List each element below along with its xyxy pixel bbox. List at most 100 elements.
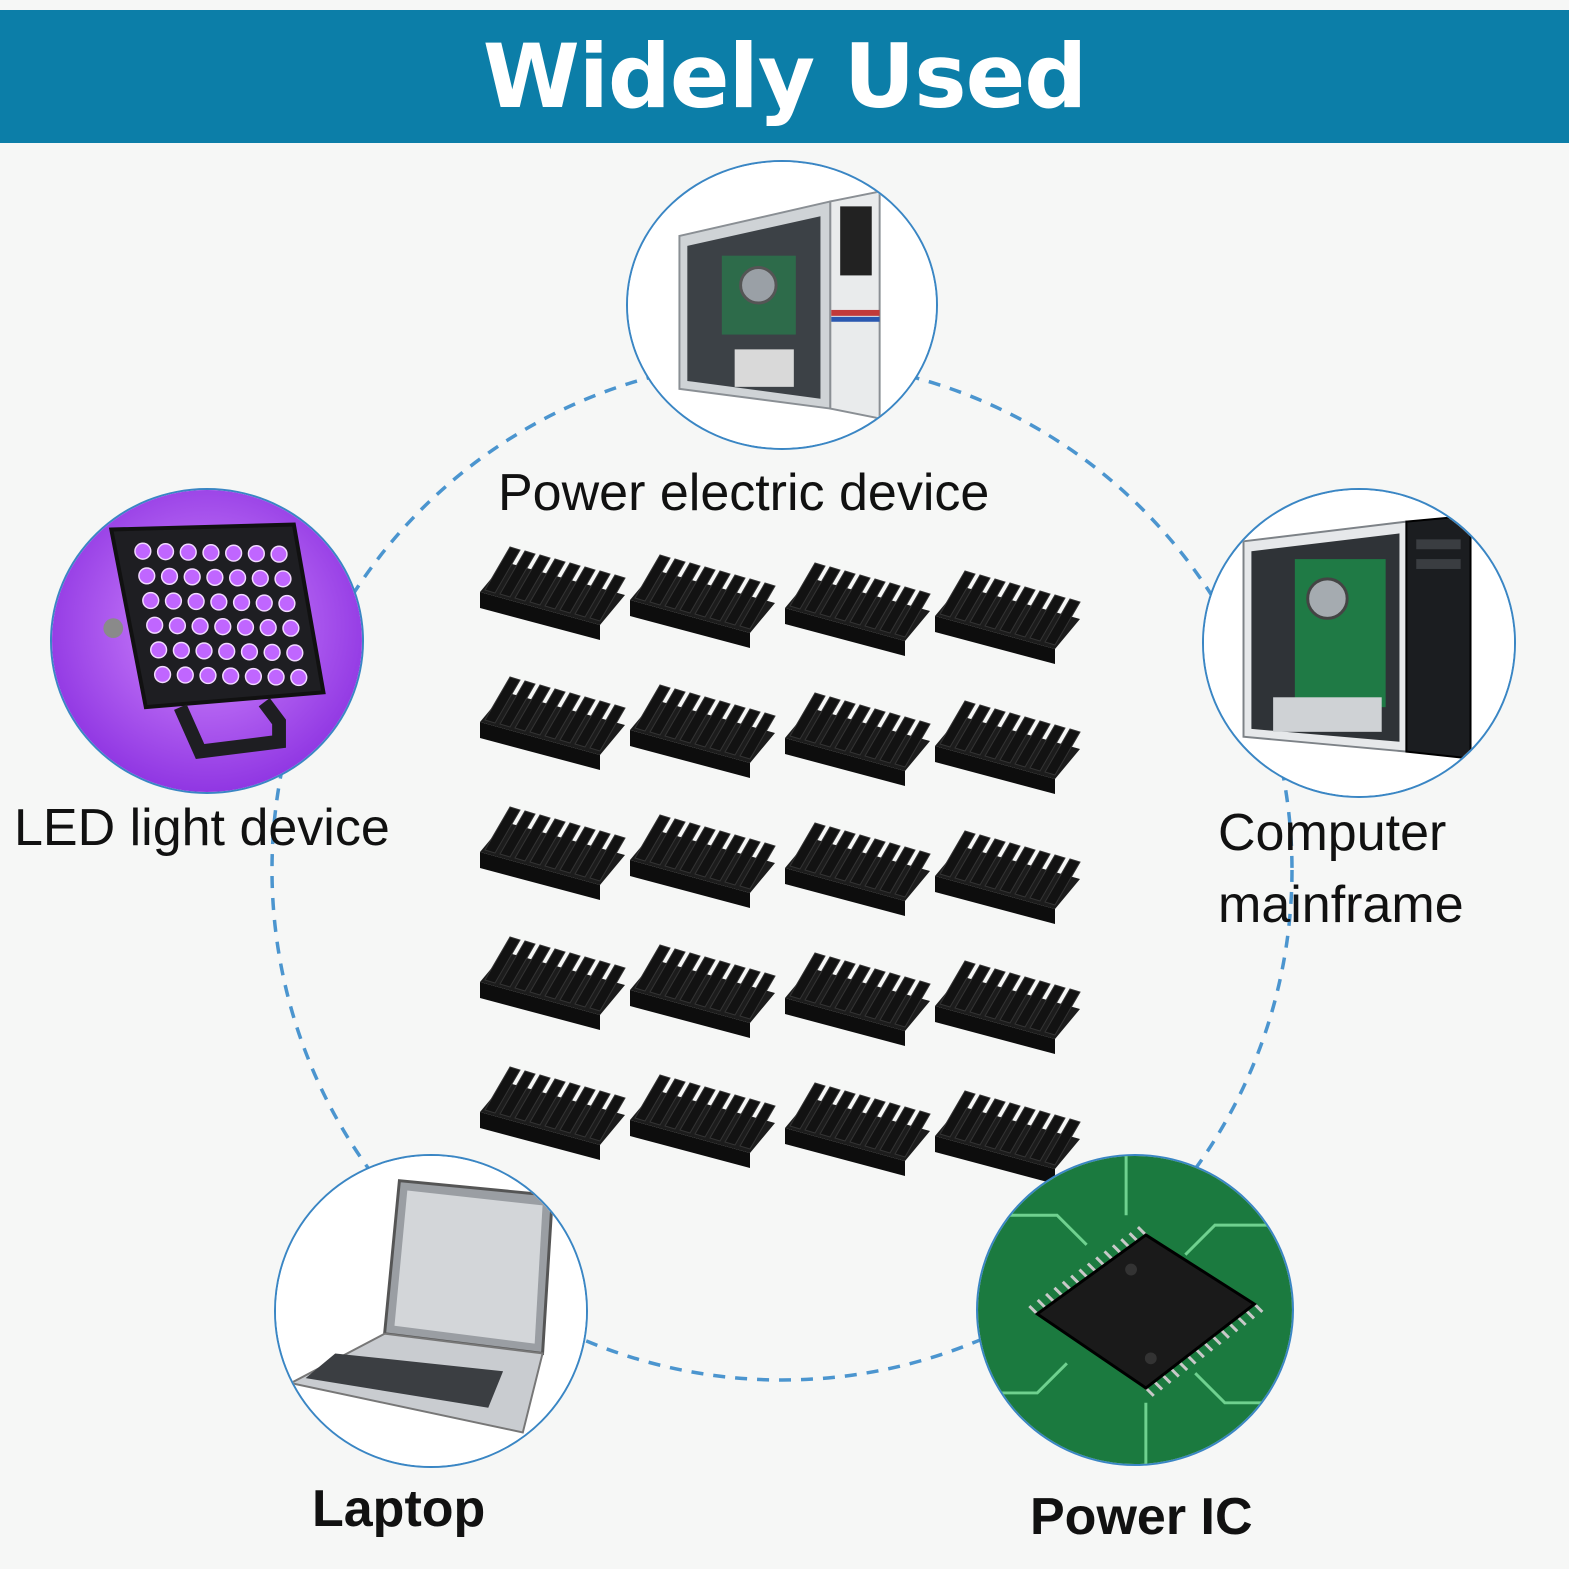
title-banner: Widely Used [0, 10, 1569, 143]
led-dot [214, 618, 232, 636]
led-dot [176, 666, 194, 684]
banner-title: Widely Used [482, 25, 1088, 128]
chip-pin [1194, 1348, 1205, 1359]
chip-pin [1111, 1244, 1122, 1255]
led-dot [146, 616, 164, 634]
power-ic-bubble [976, 1154, 1294, 1466]
chip-pin [1061, 1280, 1072, 1291]
led-light-bubble [50, 488, 364, 794]
chip-pin [1161, 1374, 1172, 1385]
led-dot [168, 617, 187, 635]
chip-pin [1086, 1262, 1097, 1273]
led-dot [195, 642, 213, 660]
led-dot [164, 592, 183, 610]
chip-pin [1095, 1256, 1106, 1267]
pc-tower-icon [628, 162, 936, 448]
led-dot [282, 619, 300, 637]
chip-pin [1153, 1380, 1164, 1391]
led-dot [240, 643, 259, 661]
led-dot [263, 643, 281, 661]
chip-pin [1236, 1315, 1247, 1326]
chip-pin [1128, 1232, 1139, 1243]
computer-case-icon [1204, 490, 1514, 796]
chip-pin [1211, 1335, 1222, 1346]
led-dot [228, 569, 247, 587]
label-computer-mainframe-line1: Computer [1218, 804, 1447, 862]
led-dot [267, 668, 285, 686]
chip-pin [1045, 1292, 1056, 1303]
laptop-icon [276, 1156, 586, 1466]
led-dot [278, 594, 296, 613]
led-dot [134, 542, 152, 560]
chip-pin [1053, 1286, 1064, 1297]
chip-pin [1245, 1309, 1256, 1320]
led-dot [247, 545, 265, 563]
led-dot [187, 592, 205, 611]
led-dot [172, 641, 190, 660]
heatsink [630, 814, 776, 908]
led-dot [156, 543, 175, 561]
led-dot [218, 642, 236, 660]
chip-pin [1178, 1361, 1189, 1372]
label-computer-mainframe-line2: mainframe [1218, 876, 1464, 934]
chip-pin [1028, 1305, 1039, 1315]
heatsink [935, 570, 1081, 664]
label-power-ic: Power IC [1030, 1488, 1253, 1546]
heatsink [480, 676, 626, 770]
led-dot [153, 665, 172, 684]
led-dot [232, 593, 251, 612]
heatsink [630, 554, 776, 648]
led-floodlight-icon [52, 490, 362, 792]
chip-pin [1203, 1341, 1214, 1352]
led-dot [179, 543, 197, 561]
heatsink [935, 960, 1081, 1054]
chip-pin [1036, 1298, 1047, 1309]
heatsink [785, 562, 931, 656]
heatsink [935, 1090, 1081, 1184]
chip-pin [1253, 1303, 1264, 1314]
led-dot [210, 593, 228, 611]
chip-pin [1136, 1226, 1147, 1237]
chip-pin [1070, 1274, 1081, 1285]
led-dot [274, 570, 292, 588]
heatsink [935, 830, 1081, 924]
led-dot [199, 666, 217, 685]
led-dot [290, 668, 308, 687]
heatsink [630, 1074, 776, 1168]
led-dot [236, 618, 255, 636]
led-dot [244, 667, 263, 686]
led-dot [225, 544, 243, 562]
heatsink [630, 944, 776, 1038]
led-dot [202, 544, 220, 562]
led-dot [251, 569, 269, 587]
laptop-bubble [274, 1154, 588, 1468]
heatsink [480, 546, 626, 640]
heatsink [785, 952, 931, 1046]
heatsink [480, 1066, 626, 1160]
label-laptop: Laptop [312, 1480, 486, 1538]
led-dot [183, 568, 201, 586]
led-dot [142, 591, 160, 610]
heatsink [630, 684, 776, 778]
led-dot [255, 594, 273, 612]
chip-pin [1103, 1250, 1114, 1261]
chip-pin [1120, 1238, 1131, 1249]
chip-pin [1169, 1367, 1180, 1378]
heatsink [785, 1082, 931, 1176]
led-dot [206, 568, 224, 586]
heatsink [480, 806, 626, 900]
heatsink [480, 936, 626, 1030]
led-dot [191, 617, 209, 635]
led-dot [259, 619, 277, 637]
label-power-electric-device: Power electric device [498, 464, 990, 522]
chip-pin [1144, 1386, 1155, 1397]
computer-mainframe-bubble [1202, 488, 1516, 798]
heatsink [785, 822, 931, 916]
power-electric-bubble [626, 160, 938, 450]
chip-icon [978, 1156, 1292, 1464]
led-dot [222, 667, 240, 685]
chip-pin [1228, 1322, 1239, 1333]
chip-pin [1078, 1268, 1089, 1279]
label-led-light-device: LED light device [14, 799, 390, 857]
